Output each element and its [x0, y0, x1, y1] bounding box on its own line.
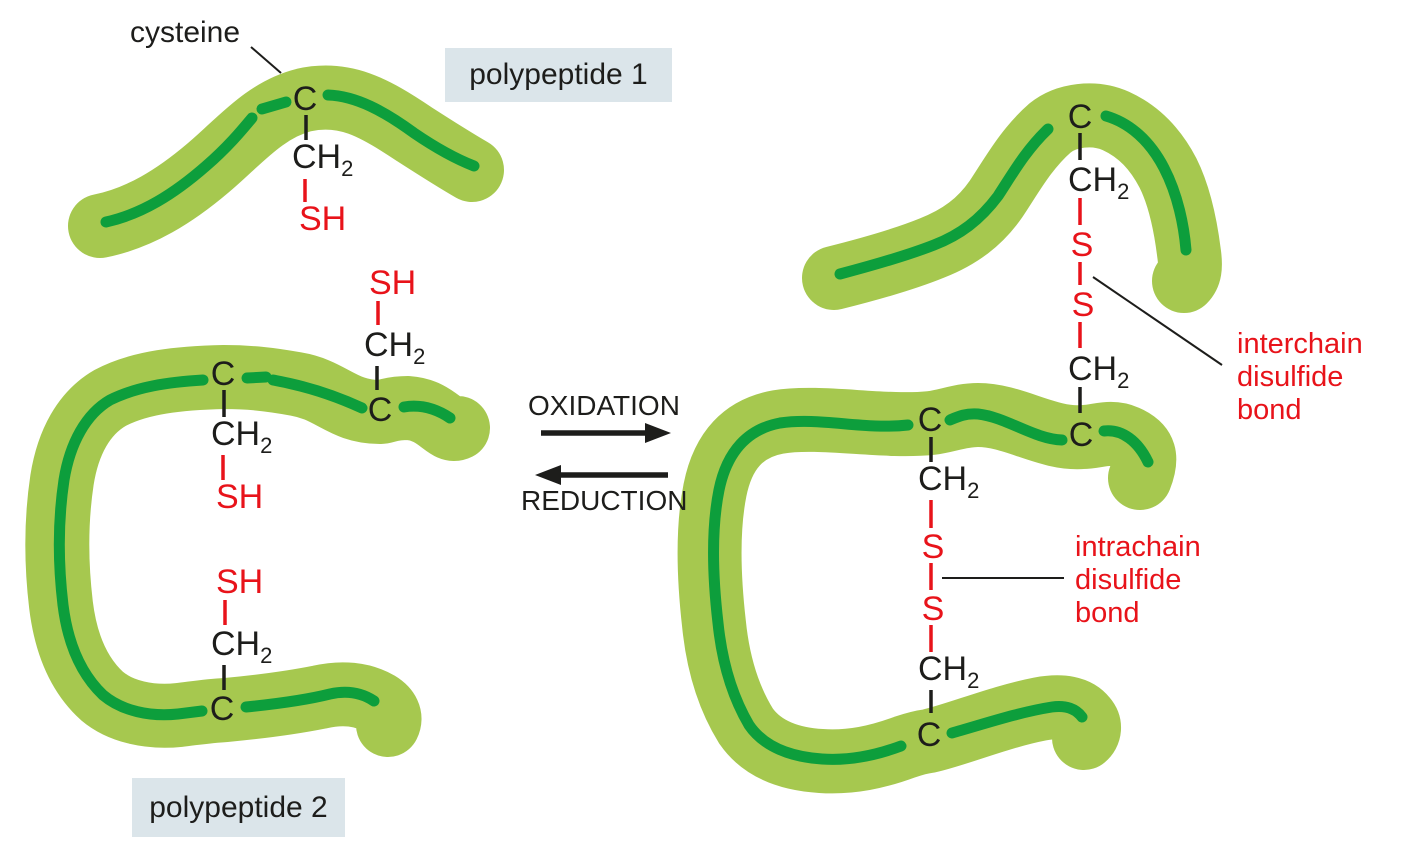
- alpha-carbon-label: C: [209, 690, 235, 728]
- intrachain-label-line3: bond: [1075, 597, 1140, 629]
- reduction-arrow: [535, 465, 668, 485]
- backbone-line: [322, 89, 480, 172]
- polypeptide-1-label: polypeptide 1: [445, 48, 672, 102]
- methylene-subscript: 2: [967, 478, 980, 503]
- alpha-carbon-label: C: [292, 80, 318, 118]
- cysteine-label: cysteine: [130, 16, 241, 49]
- alpha-carbon-label: C: [916, 716, 942, 754]
- alpha-carbon-label: C: [210, 355, 236, 393]
- interchain-label-line2: disulfide: [1237, 361, 1344, 393]
- reduction-label: REDUCTION: [521, 485, 688, 516]
- intrachain-disulfide-bond-label: intrachain disulfide bond: [1075, 531, 1201, 630]
- methylene-main: CH: [918, 460, 968, 498]
- backbone-dash: [256, 96, 292, 115]
- thiol-label: SH: [299, 200, 347, 238]
- sulfur-label: S: [921, 590, 945, 628]
- oxidation-arrow: [541, 423, 671, 443]
- backbone-line: [240, 686, 380, 713]
- alpha-carbon-label: C: [1068, 416, 1094, 454]
- methylene-subscript: 2: [413, 344, 426, 369]
- methylene-label: CH2: [1068, 350, 1129, 392]
- methylene-subscript: 2: [967, 668, 980, 693]
- methylene-subscript: 2: [1117, 179, 1130, 204]
- methylene-subscript: 2: [1117, 368, 1130, 393]
- interchain-label-line1: interchain: [1237, 328, 1363, 360]
- backbone-line: [267, 374, 368, 414]
- intrachain-label-line1: intrachain: [1075, 531, 1201, 563]
- backbone-line: [1100, 110, 1192, 256]
- backbone-line: [944, 408, 1068, 446]
- methylene-main: CH: [292, 138, 342, 176]
- oxidation-arrow-head: [645, 423, 671, 443]
- methylene-label: CH2: [292, 138, 353, 180]
- polypeptide1-reduced: [68, 65, 504, 258]
- interchain-label-line3: bond: [1237, 394, 1302, 426]
- methylene-label: CH2: [364, 326, 425, 368]
- methylene-subscript: 2: [341, 156, 354, 181]
- thiol-label: SH: [216, 478, 264, 516]
- methylene-label: CH2: [211, 625, 272, 667]
- methylene-main: CH: [211, 415, 261, 453]
- bonds-oxidized: [929, 133, 1082, 713]
- methylene-label: CH2: [918, 650, 979, 692]
- backbone-line: [53, 374, 209, 721]
- methylene-label: CH2: [211, 415, 272, 457]
- polypeptide1-oxidized: [802, 83, 1222, 313]
- interchain-disulfide-bond-label: interchain disulfide bond: [1237, 328, 1363, 427]
- backbone-line: [708, 415, 914, 765]
- methylene-main: CH: [211, 625, 261, 663]
- sulfur-label: S: [1071, 286, 1095, 324]
- sulfur-label: S: [921, 528, 945, 566]
- thiol-label: SH: [369, 264, 417, 302]
- backbone-dash: [241, 371, 272, 384]
- methylene-main: CH: [1068, 161, 1118, 199]
- methylene-main: CH: [918, 650, 968, 688]
- backbone-line: [834, 123, 1054, 280]
- interchain-pointer-line: [1092, 276, 1223, 366]
- methylene-subscript: 2: [260, 433, 273, 458]
- backbone-dash: [398, 400, 456, 424]
- methylene-label: CH2: [1068, 161, 1129, 203]
- reduction-arrow-head: [535, 465, 561, 485]
- intrachain-label-line2: disulfide: [1075, 564, 1182, 596]
- polypeptide-2-label: polypeptide 2: [132, 778, 345, 837]
- methylene-subscript: 2: [260, 643, 273, 668]
- backbone-line: [946, 701, 1088, 739]
- polypeptide2-reduced: [25, 345, 490, 757]
- backbone-dash: [1098, 425, 1154, 468]
- methylene-label: CH2: [918, 460, 979, 502]
- oxidation-label: OXIDATION: [528, 390, 680, 421]
- alpha-carbon-label: C: [367, 391, 393, 429]
- methylene-main: CH: [1068, 350, 1118, 388]
- methylene-main: CH: [364, 326, 414, 364]
- polypeptide2-oxidized: [677, 383, 1177, 794]
- alpha-carbon-label: C: [917, 401, 943, 439]
- thiol-label: SH: [216, 563, 264, 601]
- cysteine-pointer-line: [250, 46, 282, 74]
- bonds-reduced: [221, 115, 380, 690]
- sulfur-label: S: [1070, 226, 1094, 264]
- backbone-line: [100, 112, 258, 228]
- alpha-carbon-label: C: [1067, 98, 1093, 136]
